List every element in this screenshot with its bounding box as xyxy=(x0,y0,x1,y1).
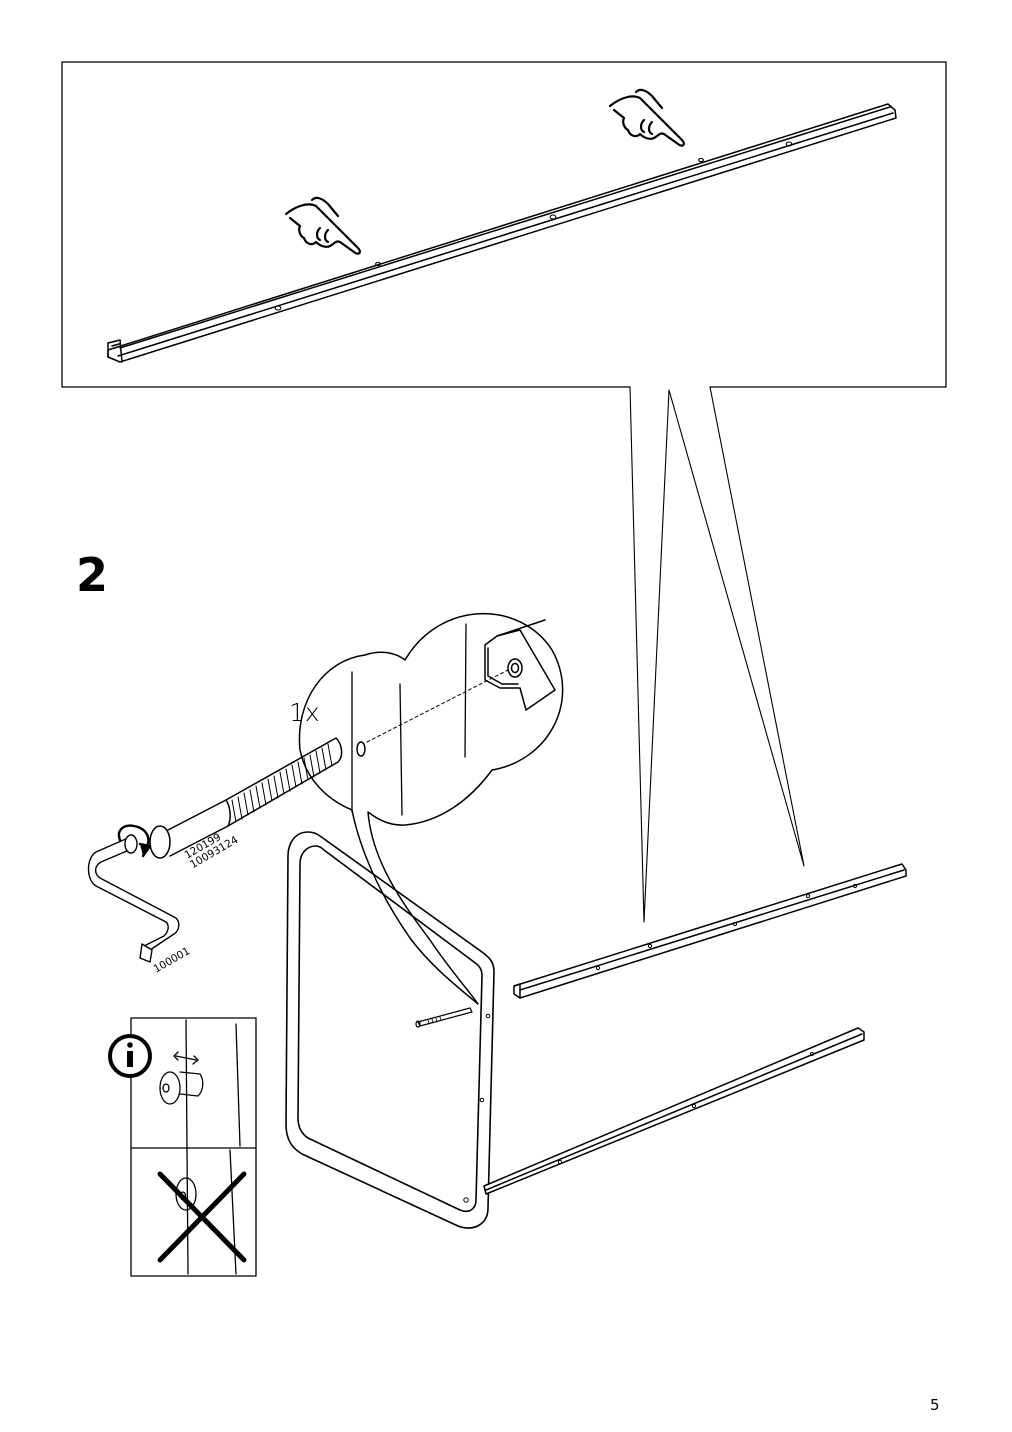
screw xyxy=(415,1007,473,1028)
cross-icon xyxy=(157,1171,247,1263)
rail-detail-panel xyxy=(61,61,947,923)
upper-rail xyxy=(513,863,907,999)
page-number: 5 xyxy=(930,1396,940,1414)
rail-closeup xyxy=(107,103,897,363)
side-frame xyxy=(285,831,495,1229)
lower-rail xyxy=(483,1027,865,1195)
step-number: 2 xyxy=(76,548,109,602)
quantity-label: 1x xyxy=(289,698,320,727)
info-icon xyxy=(108,1034,152,1078)
pointing-hand-icon xyxy=(608,88,685,147)
pointing-hand-icon xyxy=(284,196,361,255)
bolt xyxy=(149,737,343,859)
rotate-arrow-icon xyxy=(117,824,152,858)
allen-key xyxy=(87,834,180,963)
zoom-bubble xyxy=(298,612,564,1005)
